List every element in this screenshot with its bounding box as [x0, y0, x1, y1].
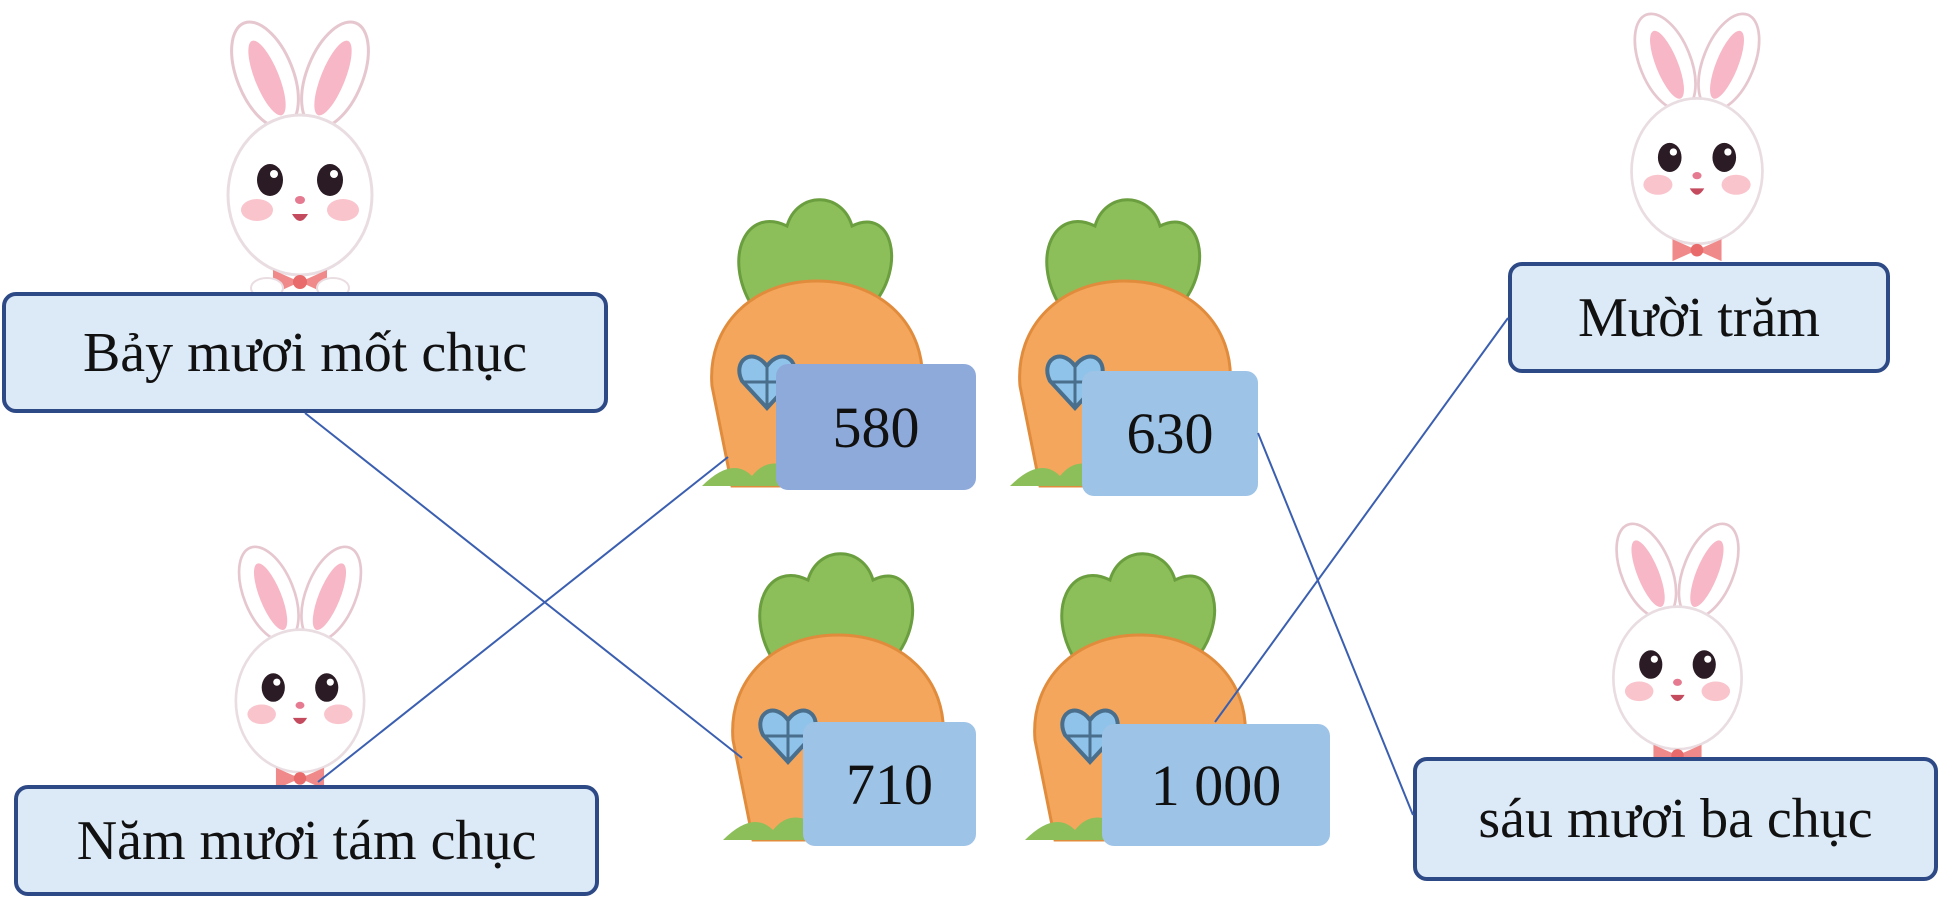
- label-nam-muoi-tam-chuc-text: Năm mươi tám chục: [76, 809, 537, 872]
- label-nam-muoi-tam-chuc[interactable]: Năm mươi tám chục: [14, 785, 599, 896]
- bunny-icon: [226, 20, 374, 295]
- label-sau-muoi-ba-chuc[interactable]: sáu mươi ba chục: [1413, 757, 1938, 881]
- heart-window-icon: [758, 708, 818, 765]
- number-1000-text: 1 000: [1150, 752, 1282, 818]
- bunny-icon: [234, 545, 366, 790]
- number-580[interactable]: 580: [776, 364, 976, 490]
- number-710[interactable]: 710: [803, 722, 976, 846]
- number-1000[interactable]: 1 000: [1102, 724, 1330, 846]
- heart-window-icon: [1060, 708, 1120, 765]
- bunny-icon: [1612, 522, 1743, 767]
- label-muoi-tram[interactable]: Mười trăm: [1508, 262, 1890, 373]
- label-bay-muoi-mot-chuc[interactable]: Bảy mươi mốt chục: [2, 292, 608, 413]
- label-bay-muoi-mot-chuc-text: Bảy mươi mốt chục: [82, 321, 528, 384]
- label-sau-muoi-ba-chuc-text: sáu mươi ba chục: [1478, 788, 1873, 850]
- number-630[interactable]: 630: [1082, 371, 1258, 496]
- bunny-icon: [1630, 12, 1764, 262]
- number-710-text: 710: [846, 751, 933, 817]
- number-580-text: 580: [832, 394, 920, 460]
- label-muoi-tram-text: Mười trăm: [1578, 286, 1820, 349]
- number-630-text: 630: [1126, 401, 1214, 466]
